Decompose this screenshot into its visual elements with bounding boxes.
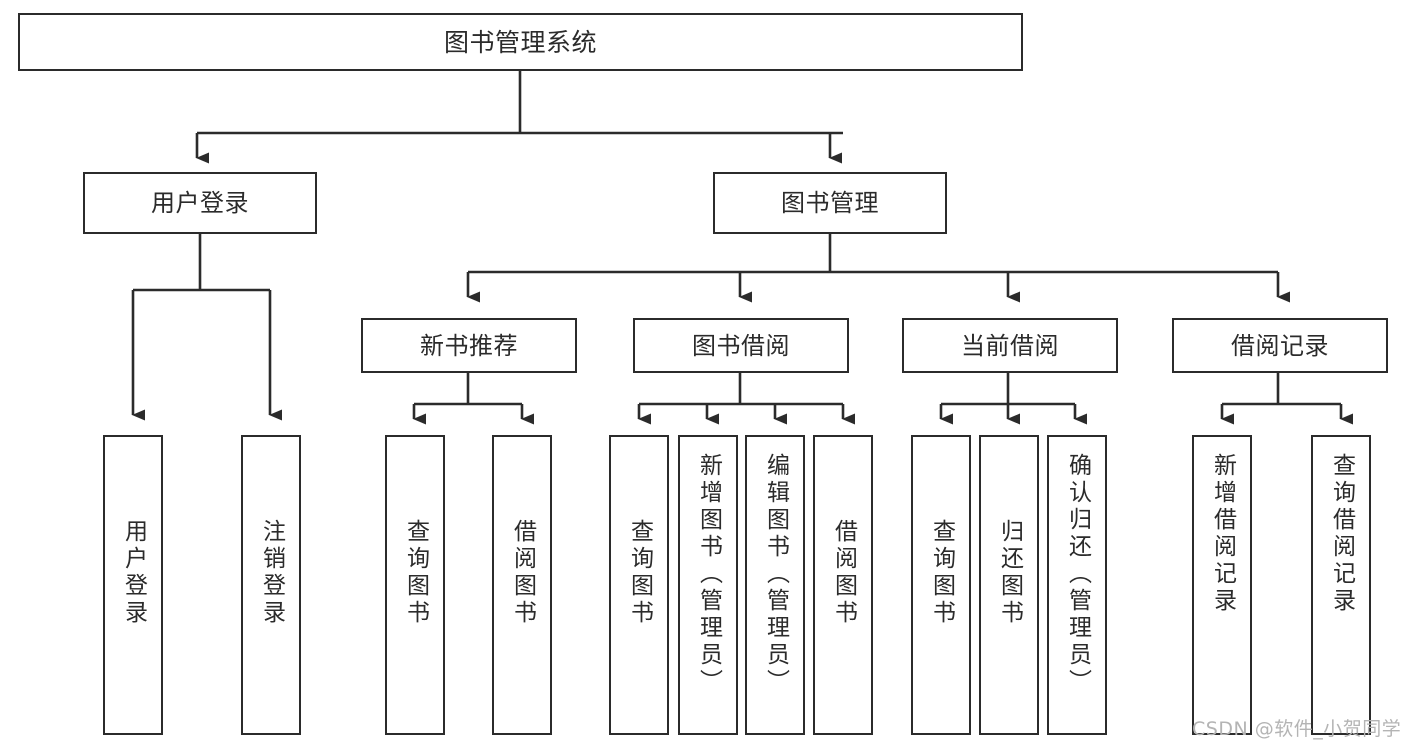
node-book-borrow[interactable]: 图书借阅 [633, 318, 849, 373]
node-borrow-record[interactable]: 借阅记录 [1172, 318, 1388, 373]
node-leaf-add-book[interactable]: 新增图书（管理员） [678, 435, 738, 735]
node-leaf-edit-book[interactable]: 编辑图书（管理员） [745, 435, 805, 735]
node-leaf-borrow-book-2-label: 借阅图书 [830, 519, 857, 627]
node-current-borrow[interactable]: 当前借阅 [902, 318, 1118, 373]
node-leaf-add-book-label: 新增图书（管理员） [695, 453, 722, 696]
node-user-login-label: 用户登录 [151, 189, 249, 217]
node-user-login[interactable]: 用户登录 [83, 172, 317, 234]
node-borrow-record-label: 借阅记录 [1231, 331, 1329, 360]
node-leaf-user-logout[interactable]: 注销登录 [241, 435, 301, 735]
node-leaf-return-book[interactable]: 归还图书 [979, 435, 1039, 735]
node-leaf-confirm-return[interactable]: 确认归还（管理员） [1047, 435, 1107, 735]
node-leaf-query-book-1[interactable]: 查询图书 [385, 435, 445, 735]
node-leaf-user-login-label: 用户登录 [120, 519, 147, 627]
node-leaf-query-record-label: 查询借阅记录 [1328, 453, 1355, 615]
node-leaf-query-book-2[interactable]: 查询图书 [609, 435, 669, 735]
node-leaf-query-book-1-label: 查询图书 [402, 519, 429, 627]
node-leaf-user-logout-label: 注销登录 [258, 519, 285, 627]
node-leaf-add-record[interactable]: 新增借阅记录 [1192, 435, 1252, 735]
node-leaf-edit-book-label: 编辑图书（管理员） [762, 453, 789, 696]
node-leaf-query-record[interactable]: 查询借阅记录 [1311, 435, 1371, 735]
node-book-manage[interactable]: 图书管理 [713, 172, 947, 234]
node-new-book-recommend-label: 新书推荐 [420, 331, 518, 360]
node-leaf-borrow-book-1[interactable]: 借阅图书 [492, 435, 552, 735]
node-leaf-query-book-3-label: 查询图书 [928, 519, 955, 627]
node-leaf-add-record-label: 新增借阅记录 [1209, 453, 1236, 615]
node-leaf-user-login[interactable]: 用户登录 [103, 435, 163, 735]
node-leaf-confirm-return-label: 确认归还（管理员） [1064, 453, 1091, 696]
node-root[interactable]: 图书管理系统 [18, 13, 1023, 71]
node-book-manage-label: 图书管理 [781, 189, 879, 217]
node-root-label: 图书管理系统 [443, 27, 597, 57]
node-leaf-query-book-2-label: 查询图书 [626, 519, 653, 627]
node-new-book-recommend[interactable]: 新书推荐 [361, 318, 577, 373]
node-leaf-return-book-label: 归还图书 [996, 519, 1023, 627]
node-leaf-query-book-3[interactable]: 查询图书 [911, 435, 971, 735]
node-current-borrow-label: 当前借阅 [961, 331, 1059, 360]
node-book-borrow-label: 图书借阅 [692, 331, 790, 360]
node-leaf-borrow-book-1-label: 借阅图书 [509, 519, 536, 627]
watermark-text: CSDN @软件_小贺同学 [1192, 718, 1402, 740]
node-leaf-borrow-book-2[interactable]: 借阅图书 [813, 435, 873, 735]
